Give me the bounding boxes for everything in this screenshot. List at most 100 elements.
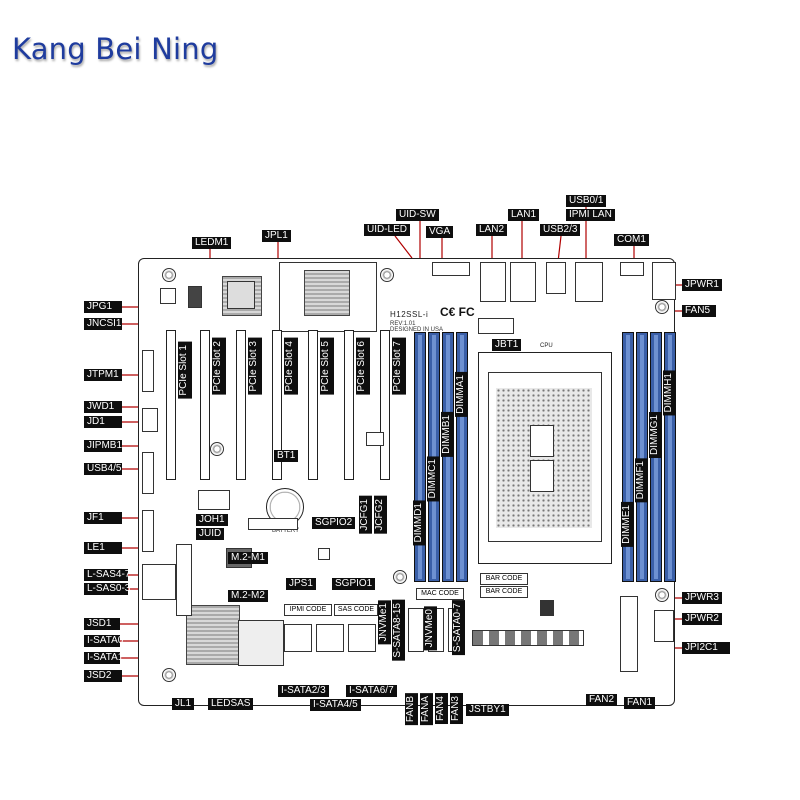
jd1-header	[142, 408, 158, 432]
m2-slot	[176, 544, 192, 616]
pcie-slot-label: PCIe Slot 1	[178, 342, 192, 399]
callout-ledm1: LEDM1	[192, 237, 232, 249]
mount-hole	[655, 588, 669, 602]
callout-isata1: I-SATA1	[84, 652, 123, 664]
callout-lan1: LAN1	[508, 209, 540, 221]
callout-usb45: USB4/5	[84, 463, 122, 475]
callout-lsas03: L-SAS0-3	[84, 583, 130, 595]
callout-fan3: FAN3	[450, 693, 463, 725]
dimm-label: DIMMF1	[635, 458, 648, 503]
jf1-header	[142, 510, 154, 552]
pcie-slot-label: PCIe Slot 4	[284, 338, 298, 395]
dimm-label: DIMMC1	[427, 456, 440, 502]
cpu-text: CPU	[540, 343, 553, 349]
mount-hole	[162, 268, 176, 282]
board-rev: REV:1.01	[390, 321, 416, 327]
callout-uid-led: UID-LED	[364, 224, 411, 236]
dimm-slot-a1	[456, 332, 468, 582]
mount-hole	[210, 442, 224, 456]
sas-controller	[186, 605, 240, 665]
bar-code-2: BAR CODE	[480, 586, 528, 598]
battery-text: BATTERY	[272, 528, 300, 534]
jbt1-header	[478, 318, 514, 334]
callout-vga: VGA	[426, 226, 454, 238]
isata45-connector	[316, 624, 344, 652]
pcie-slot-5	[308, 330, 318, 480]
com1-port	[620, 262, 644, 276]
bmc-chip-core	[227, 281, 255, 309]
sgpio2-header	[248, 518, 298, 530]
mount-hole	[393, 570, 407, 584]
callout-jwd1: JWD1	[84, 401, 122, 413]
callout-bt1: BT1	[274, 450, 299, 462]
pcie-slot-6	[344, 330, 354, 480]
callout-sgpio2: SGPIO2	[312, 517, 356, 529]
cert-logos: C€ FC	[440, 305, 475, 319]
callout-jcfg1: JCFG1	[359, 496, 372, 534]
callout-fanb: FANB	[405, 693, 418, 726]
small-component	[318, 548, 330, 560]
jpwr3-connector	[620, 596, 638, 672]
callout-usb23: USB2/3	[540, 224, 581, 236]
cpu-pin-grid	[496, 388, 592, 528]
cpu-key	[530, 425, 554, 457]
jumper-row	[472, 630, 584, 646]
usb23-port	[546, 262, 566, 294]
callout-sgpio1: SGPIO1	[332, 578, 376, 590]
callout-uid-sw: UID-SW	[396, 209, 439, 221]
callout-jsd2: JSD2	[84, 670, 122, 682]
callout-jipmb1: JIPMB1	[84, 440, 122, 452]
ledm1-header	[188, 286, 202, 308]
callout-jsd1: JSD1	[84, 618, 120, 630]
ipmi-code: IPMI CODE	[284, 604, 332, 616]
callout-ssata07: S-SATA0-7	[452, 600, 465, 656]
pcie-slot-label: PCIe Slot 6	[356, 338, 370, 395]
pcie-slot-label: PCIe Slot 5	[320, 338, 334, 395]
pcie-slot-label: PCIe Slot 7	[392, 338, 406, 395]
callout-jnvme1: JNVMe1	[378, 600, 391, 645]
callout-m2-m1: M.2-M1	[228, 552, 268, 564]
callout-jd1: JD1	[84, 416, 122, 428]
callout-jpwr1: JPWR1	[682, 279, 722, 291]
callout-fana: FANA	[420, 693, 433, 726]
board-model: H12SSL-i	[390, 310, 429, 319]
callout-fan2: FAN2	[586, 694, 618, 706]
callout-lsas47: L-SAS4-7	[84, 569, 130, 581]
callout-ledsas: LEDSAS	[208, 698, 254, 710]
dimm-label: DIMMG1	[649, 412, 662, 458]
callout-isata45: I-SATA4/5	[310, 699, 361, 711]
ssata815-connector	[408, 608, 424, 652]
bar-code-1: BAR CODE	[480, 573, 528, 585]
small-chip	[540, 600, 554, 616]
callout-jps1: JPS1	[286, 578, 316, 590]
callout-fan1: FAN1	[624, 697, 656, 709]
dimm-label: DIMMA1	[455, 372, 468, 417]
callout-jncsi1: JNCSI1	[84, 318, 122, 330]
dimm-slot-f1	[636, 332, 648, 582]
callout-jpwr2: JPWR2	[682, 613, 722, 625]
pcie-slot-7	[380, 330, 390, 480]
jpwr1-connector	[652, 262, 676, 300]
callout-jpl1: JPL1	[262, 230, 291, 242]
dimm-label: DIMMH1	[663, 370, 676, 416]
callout-jbt1: JBT1	[492, 339, 522, 351]
callout-ssata815: S-SATA8-15	[392, 600, 405, 661]
pcie-slot-3	[236, 330, 246, 480]
callout-isata23: I-SATA2/3	[278, 685, 329, 697]
jtpm1-header	[142, 350, 154, 392]
callout-jf1: JF1	[84, 512, 122, 524]
dimm-label: DIMME1	[621, 502, 634, 547]
callout-com1: COM1	[614, 234, 649, 246]
callout-juid: JUID	[196, 528, 225, 540]
jpg1-header	[160, 288, 176, 304]
callout-jtpm1: JTPM1	[84, 369, 122, 381]
callout-isata67: I-SATA6/7	[346, 685, 397, 697]
dimm-slot-b1	[442, 332, 454, 582]
callout-jl1: JL1	[172, 698, 195, 710]
callout-jstby1: JSTBY1	[466, 704, 509, 716]
chipset	[304, 270, 350, 316]
vga-port	[432, 262, 470, 276]
callout-lan2: LAN2	[476, 224, 508, 236]
dimm-label: DIMMD1	[413, 500, 426, 546]
pcie-slot-label: PCIe Slot 2	[212, 338, 226, 395]
